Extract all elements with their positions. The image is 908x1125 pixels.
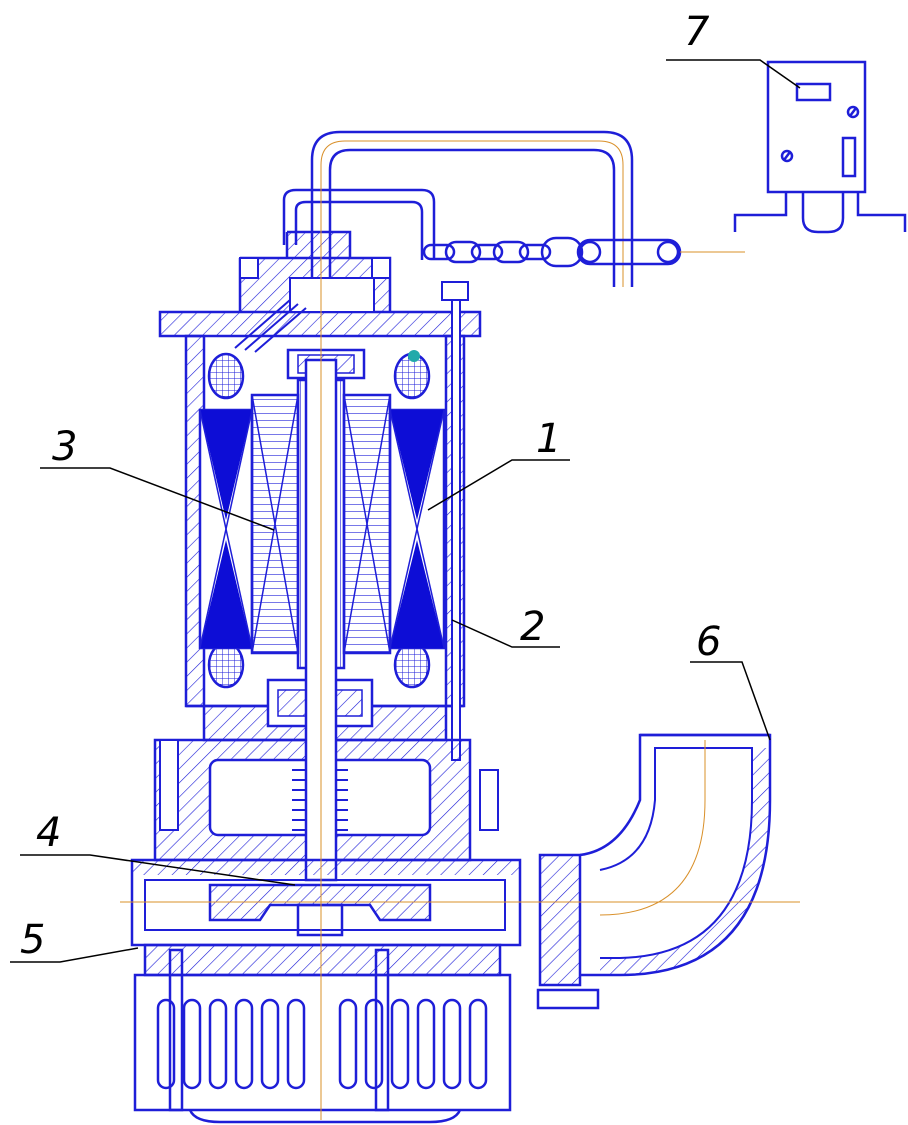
callout-3: 3 [52,424,77,470]
end-windings [207,350,431,689]
lifting-chain [422,236,682,268]
stator [198,408,446,650]
callout-7: 7 [684,9,710,55]
control-box [733,60,907,234]
cable-centerline [320,140,624,287]
discharge-elbow [536,733,772,1010]
centerlines [120,230,800,1120]
callout-6: 6 [696,619,721,665]
callout-2: 2 [520,604,545,650]
callout-5: 5 [20,917,45,963]
motor-top-cover [158,230,482,353]
callout-1: 1 [536,416,561,462]
leader-lines [10,59,801,963]
cable-tube [282,130,634,287]
callout-4: 4 [36,810,61,856]
suction-strainer [133,943,512,1124]
